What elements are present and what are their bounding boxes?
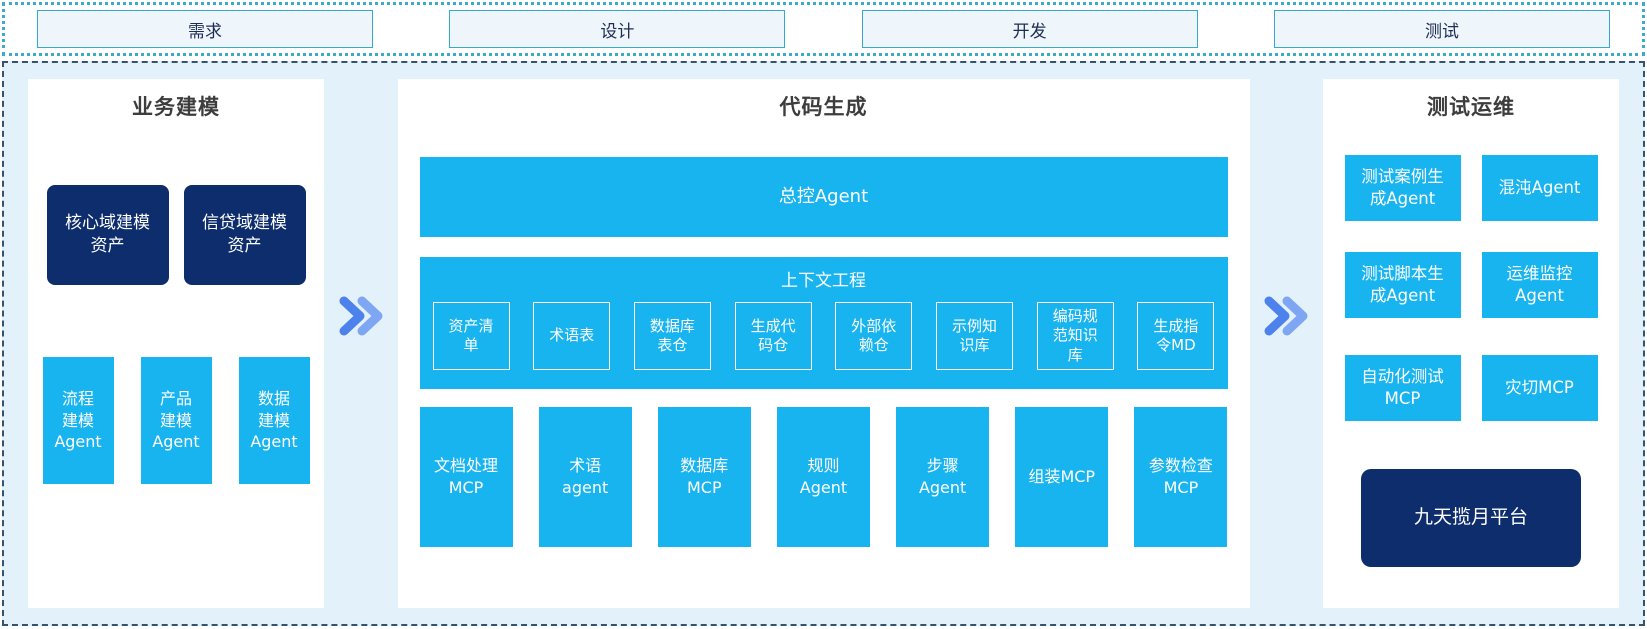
phase-strip: 需求 设计 开发 测试 [2, 2, 1645, 56]
asset-row: 核心域建模资产 信贷域建模资产 [46, 185, 306, 285]
core-domain-asset-box: 核心域建模资产 [46, 185, 169, 285]
ops-grid-row2: 测试脚本生成Agent 运维监控Agent [1344, 252, 1598, 318]
generation-instruction-md-box: 生成指令MD [1137, 302, 1215, 370]
test-case-gen-agent-box: 测试案例生成Agent [1344, 155, 1461, 221]
phase-development: 开发 [861, 10, 1198, 48]
business-modeling-title: 业务建模 [132, 95, 220, 119]
example-kb-box: 示例知识库 [936, 302, 1014, 370]
modeling-agent-row: 流程建模Agent 产品建模Agent 数据建模Agent [42, 357, 310, 484]
auto-test-mcp-box: 自动化测试MCP [1344, 355, 1461, 421]
main-diagram-area: 业务建模 核心域建模资产 信贷域建模资产 流程建模Agent 产品建模Agent… [2, 61, 1645, 626]
ops-grid-row3: 自动化测试MCP 灾切MCP [1344, 355, 1598, 421]
phase-testing: 测试 [1273, 10, 1610, 48]
phase-requirements: 需求 [37, 10, 373, 48]
assembly-mcp-box: 组装MCP [1015, 407, 1109, 547]
double-chevron-right-icon [339, 296, 383, 335]
code-generation-panel: 代码生成 总控Agent 上下文工程 资产清单 术语表 数据库表仓 生成代码仓 … [397, 79, 1250, 608]
process-modeling-agent-box: 流程建模Agent [42, 357, 114, 484]
test-script-gen-agent-box: 测试脚本生成Agent [1344, 252, 1461, 318]
param-check-mcp-box: 参数检查MCP [1134, 407, 1228, 547]
asset-list-box: 资产清单 [432, 302, 510, 370]
flow-arrow-left [324, 79, 398, 608]
doc-processing-mcp-box: 文档处理MCP [419, 407, 513, 547]
glossary-box: 术语表 [533, 302, 611, 370]
test-ops-panel: 测试运维 测试案例生成Agent 混沌Agent 测试脚本生成Agent 运维监… [1323, 79, 1619, 608]
coding-standards-kb-box: 编码规范知识库 [1036, 302, 1114, 370]
business-modeling-panel: 业务建模 核心域建模资产 信贷域建模资产 流程建模Agent 产品建模Agent… [28, 79, 324, 608]
flow-arrow-right [1250, 79, 1324, 608]
ops-grid-row1: 测试案例生成Agent 混沌Agent [1344, 155, 1598, 221]
external-deps-repo-box: 外部依赖仓 [835, 302, 913, 370]
test-ops-title: 测试运维 [1427, 95, 1515, 119]
tools-row: 文档处理MCP 术语agent 数据库MCP 规则Agent 步骤Agent 组… [419, 407, 1228, 547]
generated-code-repo-box: 生成代码仓 [734, 302, 812, 370]
chaos-agent-box: 混沌Agent [1481, 155, 1598, 221]
database-mcp-box: 数据库MCP [657, 407, 751, 547]
data-modeling-agent-box: 数据建模Agent [238, 357, 310, 484]
ops-monitor-agent-box: 运维监控Agent [1481, 252, 1598, 318]
rule-agent-box: 规则Agent [776, 407, 870, 547]
phase-design: 设计 [449, 10, 786, 48]
master-agent-bar: 总控Agent [419, 157, 1228, 237]
context-engineering-title: 上下文工程 [781, 271, 866, 291]
product-modeling-agent-box: 产品建模Agent [140, 357, 212, 484]
double-chevron-right-icon [1264, 296, 1308, 335]
step-agent-box: 步骤Agent [896, 407, 990, 547]
credit-domain-asset-box: 信贷域建模资产 [183, 185, 306, 285]
context-engineering-box: 上下文工程 资产清单 术语表 数据库表仓 生成代码仓 外部依赖仓 示例知识库 编… [419, 257, 1228, 389]
code-generation-title: 代码生成 [779, 95, 868, 119]
jiutian-lanyue-platform-box: 九天揽月平台 [1361, 469, 1581, 567]
db-table-repo-box: 数据库表仓 [633, 302, 711, 370]
context-items-row: 资产清单 术语表 数据库表仓 生成代码仓 外部依赖仓 示例知识库 编码规范知识库… [420, 302, 1228, 370]
glossary-agent-box: 术语agent [538, 407, 632, 547]
disaster-switch-mcp-box: 灾切MCP [1481, 355, 1598, 421]
